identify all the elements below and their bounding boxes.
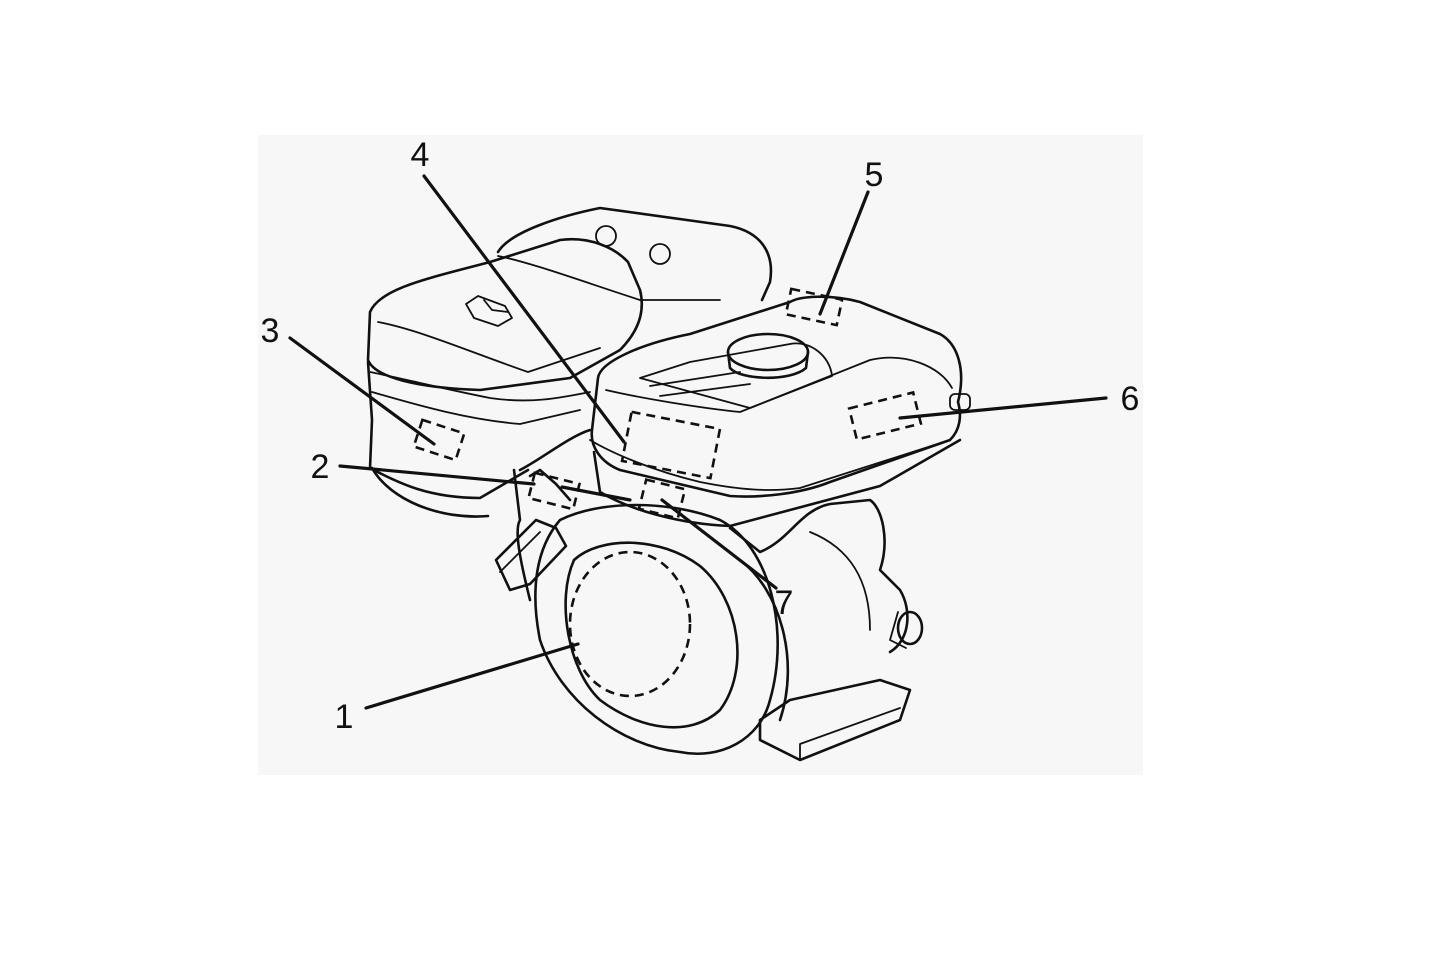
label-area-3 — [412, 418, 466, 462]
leader-line-7 — [660, 498, 778, 590]
callout-2: 2 — [311, 448, 330, 486]
callout-5: 5 — [865, 156, 884, 194]
leader-line-2b — [560, 485, 632, 502]
callout-6: 6 — [1121, 380, 1140, 418]
label-area-2 — [526, 471, 582, 511]
starter-grip — [494, 518, 568, 592]
scan-background — [258, 135, 1143, 775]
label-area-7 — [637, 478, 687, 520]
label-area-5 — [784, 287, 844, 327]
callout-7: 7 — [775, 584, 794, 622]
callout-4: 4 — [411, 136, 430, 174]
spark-plug-hole-icon — [649, 243, 671, 265]
leader-line-1 — [364, 642, 580, 710]
label-area-6 — [847, 390, 923, 442]
callout-3: 3 — [261, 312, 280, 350]
leader-line-6 — [898, 396, 1108, 420]
spark-plug-hole-icon — [595, 225, 617, 247]
leader-line-4 — [422, 174, 626, 444]
leader-line-2 — [338, 464, 536, 486]
leader-line-3 — [288, 336, 436, 446]
callout-1: 1 — [335, 698, 354, 736]
leader-line-5 — [818, 190, 870, 316]
label-area-1 — [568, 550, 692, 698]
top-shroud — [496, 206, 773, 302]
shaft-end — [896, 610, 924, 646]
label-area-4 — [620, 410, 722, 480]
